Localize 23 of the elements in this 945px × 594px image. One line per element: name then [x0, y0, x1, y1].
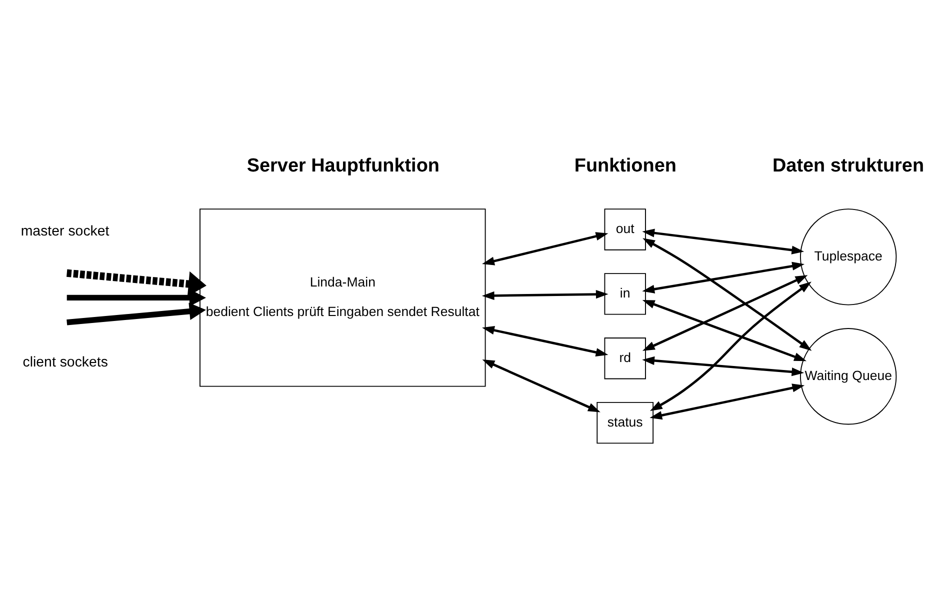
node-box: status — [596, 402, 654, 444]
arrow — [642, 275, 808, 351]
arrow — [642, 262, 804, 294]
arrow — [650, 384, 805, 420]
label: Funktionen — [574, 156, 676, 177]
arrow — [482, 326, 608, 357]
label: client sockets — [22, 354, 108, 370]
arrow — [66, 302, 206, 326]
arrow — [642, 238, 812, 351]
node-box: Linda-Main bedient Clients prüft Eingaben sendet Resultat — [200, 208, 486, 387]
arrow — [650, 282, 812, 411]
node-box: in — [604, 273, 646, 315]
arrow — [642, 228, 804, 254]
arrow — [482, 232, 608, 266]
arrow — [482, 360, 600, 412]
node-box: out — [604, 208, 646, 250]
arrow — [482, 290, 608, 300]
arrow — [642, 300, 807, 362]
arrow — [642, 356, 804, 376]
label: Daten strukturen — [772, 156, 924, 177]
label: Server Hauptfunktion — [246, 156, 440, 177]
label: master socket — [20, 224, 110, 240]
node-box: rd — [604, 338, 646, 380]
